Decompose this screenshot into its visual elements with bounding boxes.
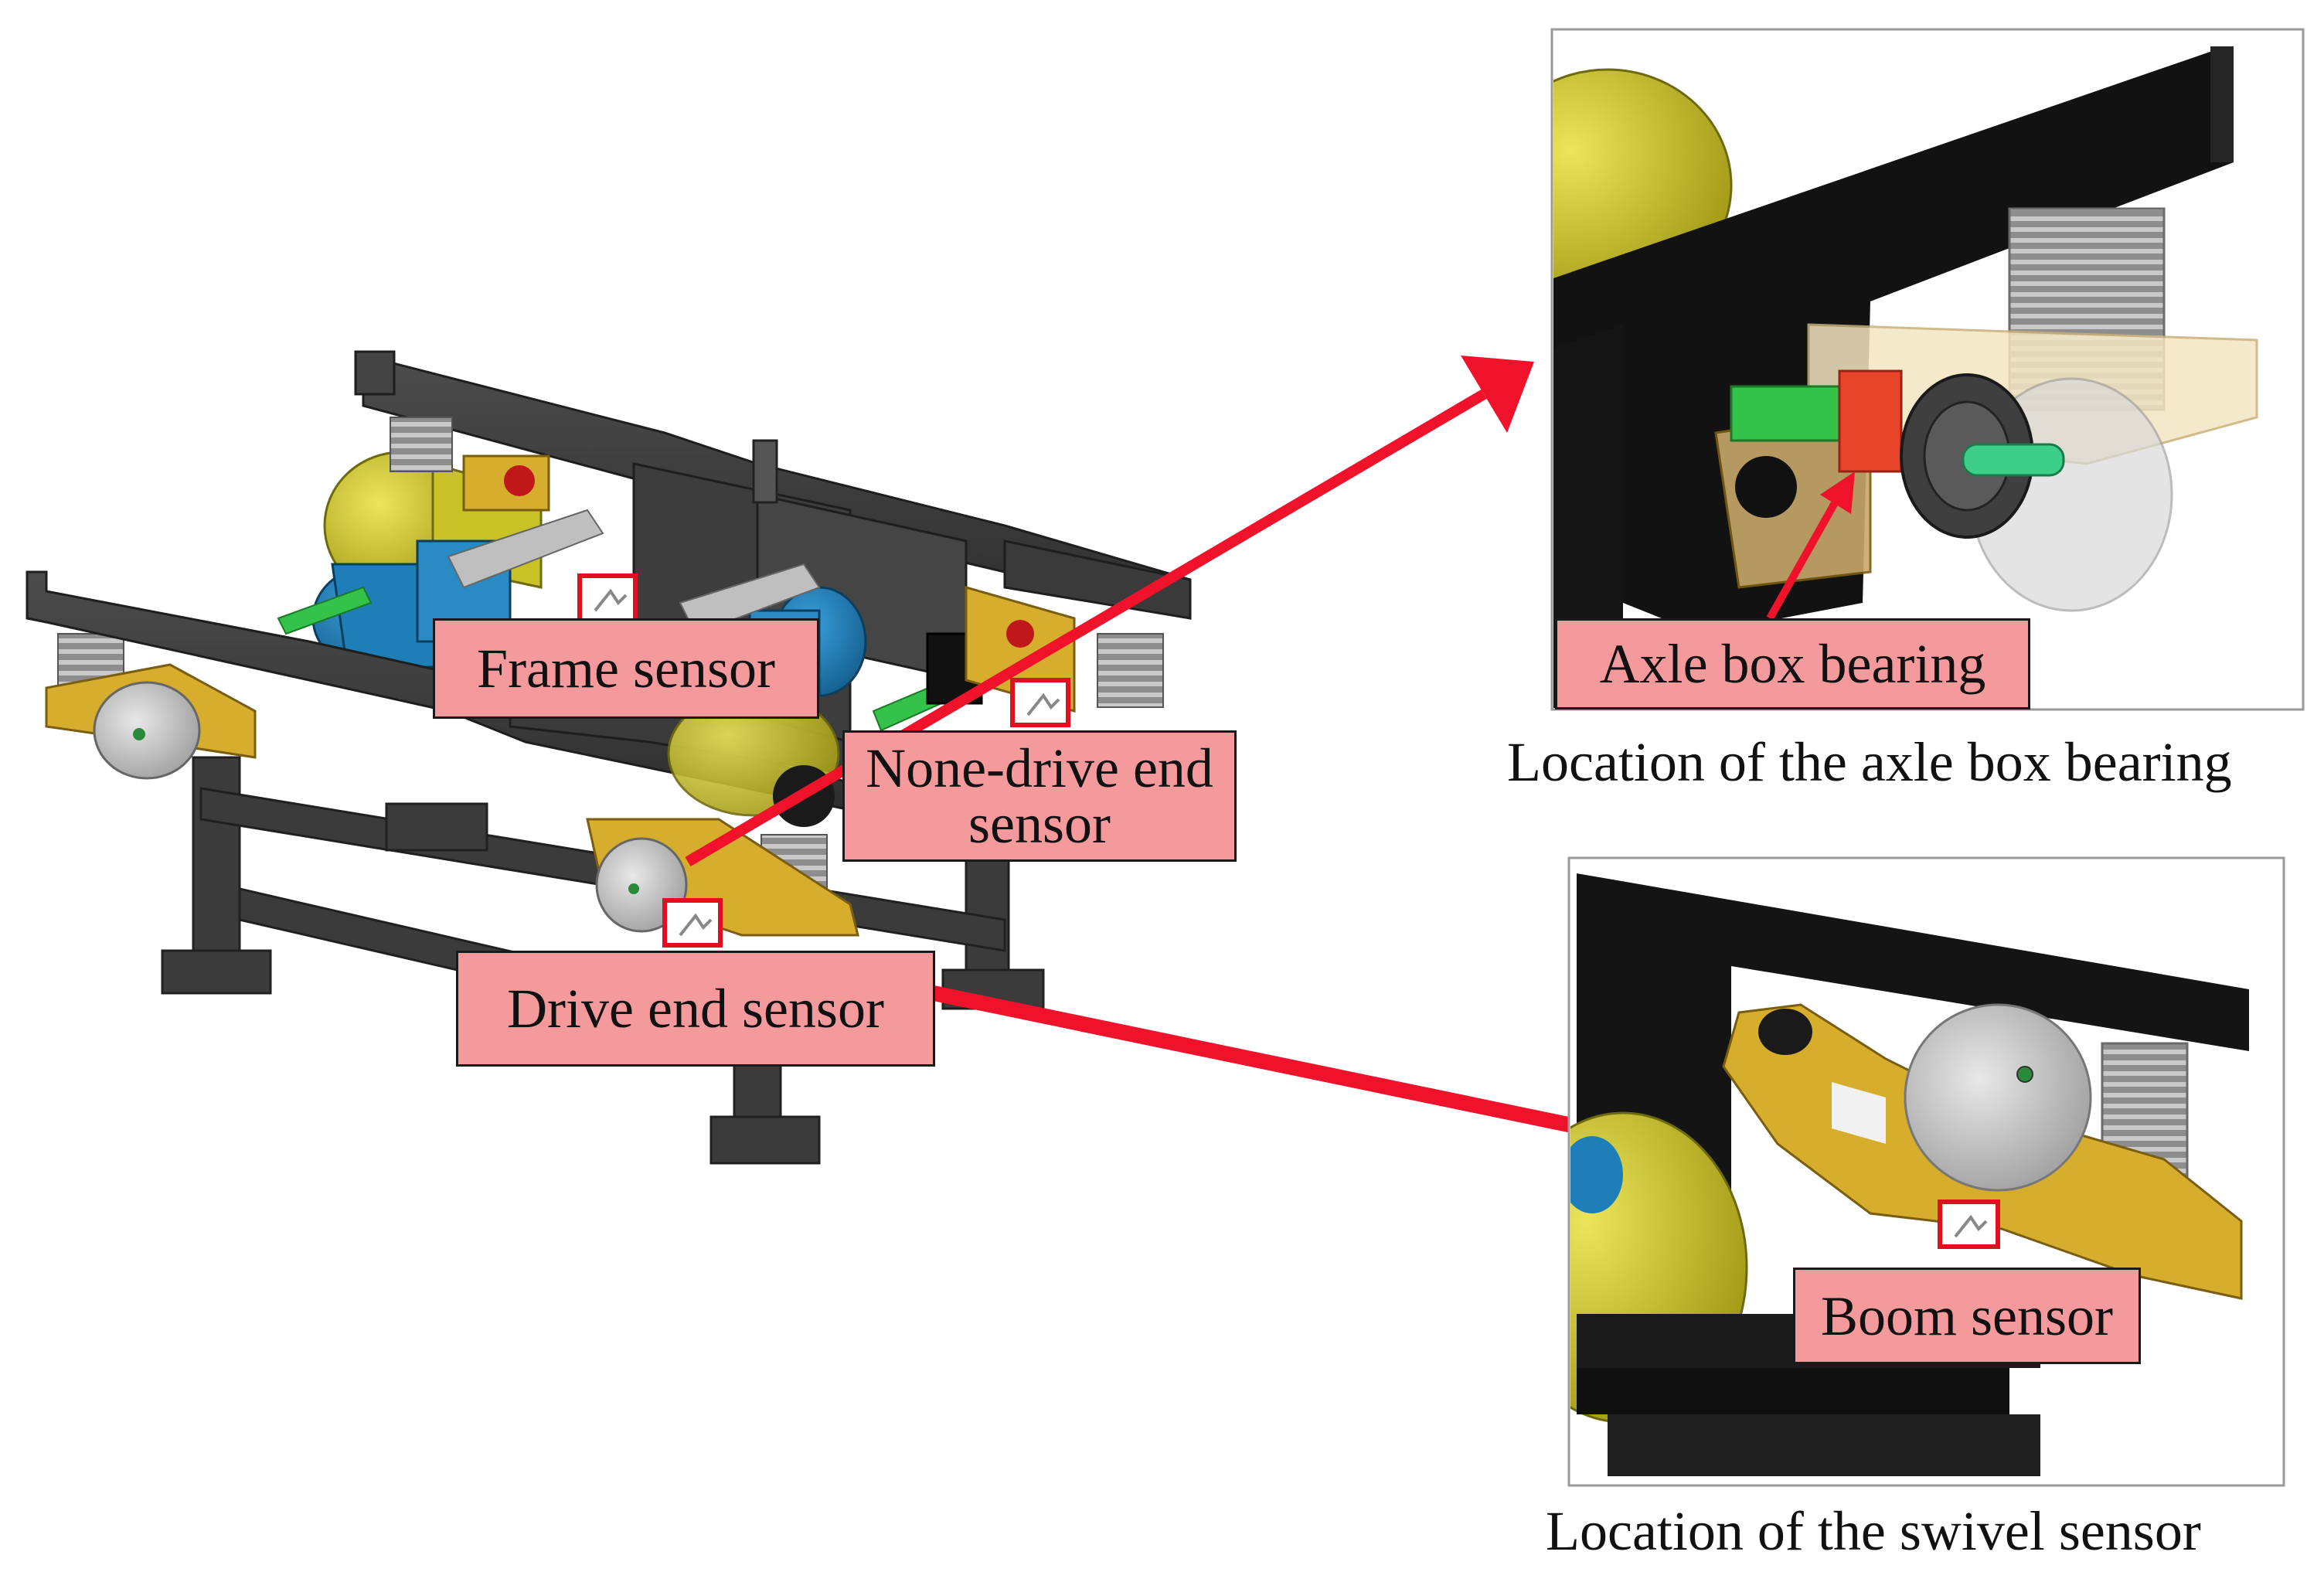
spring-rear-right [1097,633,1164,708]
inset-bearing [1838,369,1903,473]
inset-boom-disc [1904,1003,2092,1192]
callout-drive-end-sensor: Drive end sensor [456,951,935,1067]
inset-green-axle [1730,385,1841,442]
callout-axle-box-bearing: Axle box bearing [1555,618,2030,710]
inset-axle-box [1550,28,2305,711]
sensor-marker-non-drive-end [1010,678,1070,727]
axle-disc-front-left [93,681,201,780]
callout-boom-sensor: Boom sensor [1793,1268,2141,1364]
callout-non-drive-end-line2: sensor [968,793,1111,855]
arrow-to-axle-box-inset [685,356,1534,867]
spring-rear-left [390,417,453,472]
callout-non-drive-end-line1: None-drive end [866,737,1213,799]
sensor-marker-frame [577,573,638,623]
sensor-marker-drive-end [662,898,723,948]
inset-frame-beam-swivel [1577,873,2249,1376]
caption-swivel-location: Location of the swivel sensor [1546,1500,2201,1562]
callout-frame-sensor: Frame sensor [433,618,819,719]
inset-swivel [1567,856,2285,1487]
caption-axle-box-location: Location of the axle box bearing [1507,731,2232,793]
callout-non-drive-end-sensor: None-drive end sensor [842,730,1237,862]
axle-shaft-rear [277,586,373,635]
